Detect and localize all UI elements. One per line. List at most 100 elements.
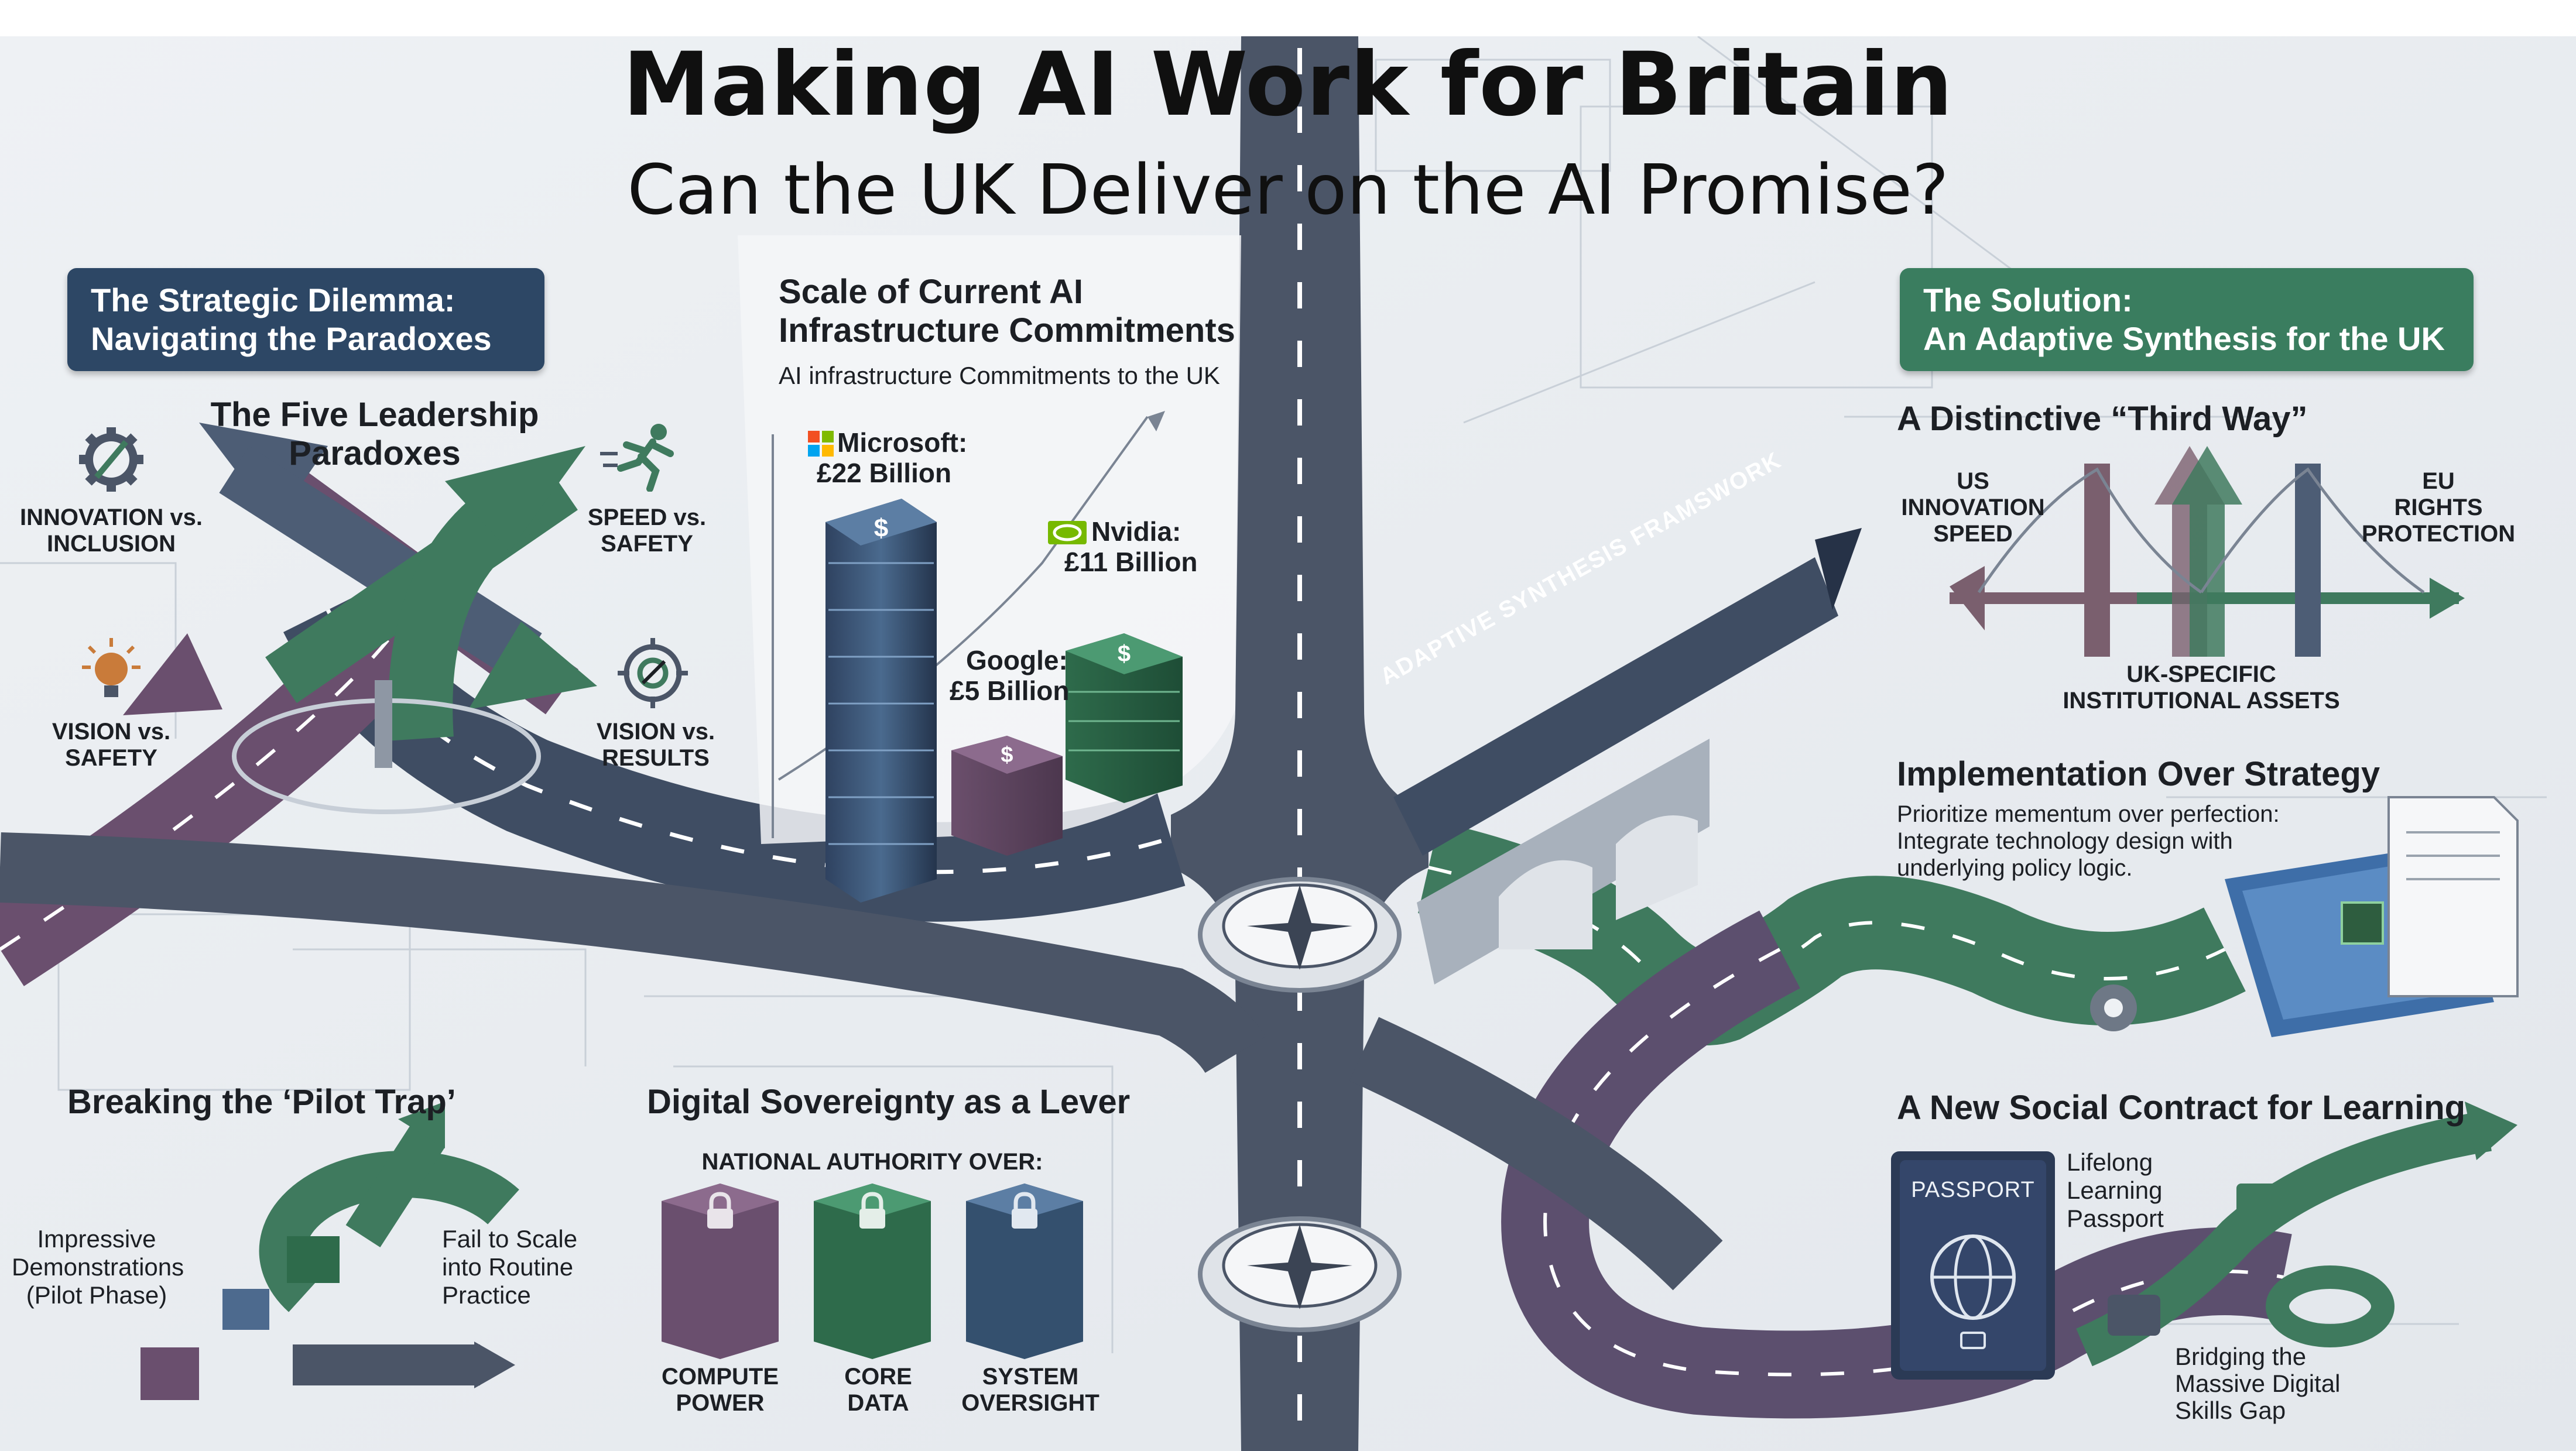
label-line: SAFETY [65, 745, 157, 771]
passport-label: PASSPORT [1911, 1178, 2035, 1202]
banner-line-1: The Strategic Dilemma: [91, 282, 455, 318]
learning-path-arrow [2076, 1102, 2517, 1367]
page-title: Making AI Work for Britain [622, 34, 1954, 136]
compass-upper-icon [1198, 877, 1402, 993]
label-line: PROTECTION [2361, 521, 2516, 547]
implementation-body: Prioritize mementum over perfection: Int… [1897, 801, 2307, 881]
label-line: Skills Gap [2175, 1397, 2286, 1424]
label-line: Practice [442, 1281, 531, 1309]
google-value: £5 Billion [950, 675, 1070, 706]
label-line: POWER [676, 1390, 765, 1416]
fail-to-scale-label: Fail to Scale into Routine Practice [442, 1225, 612, 1309]
target-icon [618, 638, 688, 708]
label-line: RESULTS [602, 745, 710, 771]
sovereignty-cubes [662, 1184, 1083, 1359]
label-line: SYSTEM [982, 1364, 1079, 1390]
banner-line-2: Navigating the Paradoxes [91, 320, 492, 357]
strategic-dilemma-banner: The Strategic Dilemma: Navigating the Pa… [67, 268, 544, 371]
label-line: Passport [2067, 1205, 2164, 1232]
right-road-green [1417, 822, 2292, 1419]
label-line: CORE [844, 1364, 912, 1390]
eu-rights-protection-label: EU RIGHTS PROTECTION [2339, 468, 2538, 547]
label-line: OVERSIGHT [961, 1390, 1099, 1416]
paradox-speed-safety: SPEED vs. SAFETY [577, 505, 717, 557]
label-line: INSTITUTIONAL ASSETS [2063, 688, 2340, 714]
label-line: Bridging the [2175, 1343, 2307, 1370]
heading-line: Infrastructure Commitments [779, 311, 1235, 349]
page-subtitle: Can the UK Deliver on the AI Promise? [627, 149, 1949, 230]
third-way-bridge [1950, 446, 2465, 657]
label-line: INNOVATION [1901, 495, 2045, 520]
svg-text:$: $ [874, 514, 888, 543]
microsoft-logo-icon [808, 431, 834, 457]
running-person-icon [600, 424, 674, 492]
label-line: Demonstrations [12, 1253, 184, 1281]
body-line: Prioritize mementum over perfection: [1897, 801, 2280, 827]
label-line: (Pilot Phase) [26, 1281, 167, 1309]
label-line: INCLUSION [47, 531, 176, 557]
label-line: Learning [2067, 1176, 2163, 1204]
nvidia-logo-icon [1048, 521, 1087, 544]
compass-lower-icon [1198, 1216, 1402, 1332]
svg-text:$: $ [1118, 641, 1131, 667]
label-line: INNOVATION vs. [20, 505, 203, 530]
sovereignty-system-oversight: SYSTEM OVERSIGHT [954, 1364, 1107, 1416]
svg-text:$: $ [1001, 743, 1013, 767]
body-line: underlying policy logic. [1897, 855, 2133, 881]
infrastructure-heading: Scale of Current AI Infrastructure Commi… [779, 273, 1247, 350]
pilot-phase-label: Impressive Demonstrations (Pilot Phase) [12, 1225, 184, 1309]
label-line: Fail to Scale [442, 1225, 578, 1253]
vertical-road [1171, 36, 1429, 1451]
banner-line-1: The Solution: [1923, 282, 2133, 318]
paradox-innovation-inclusion: INNOVATION vs. INCLUSION [18, 505, 205, 557]
uk-institutional-assets-label: UK-SPECIFIC INSTITUTIONAL ASSETS [2026, 661, 2377, 714]
label-line: Lifelong [2067, 1148, 2153, 1176]
label-line: EU [2422, 468, 2455, 494]
lifelong-learning-passport-label: Lifelong Learning Passport [2067, 1148, 2219, 1233]
label-line: SPEED [1933, 521, 2013, 547]
paradox-arrows [123, 423, 597, 814]
banner-line-2: An Adaptive Synthesis for the UK [1923, 320, 2445, 357]
label-line: SAFETY [601, 531, 693, 557]
heading-line: Scale of Current AI [779, 273, 1083, 311]
nvidia-name: Nvidia: [1091, 516, 1181, 547]
paradoxes-heading-line-2: Paradoxes [289, 434, 461, 472]
label-line: into Routine [442, 1253, 574, 1281]
label-line: Massive Digital [2175, 1370, 2341, 1397]
third-way-heading: A Distinctive “Third Way” [1897, 400, 2308, 438]
sovereignty-compute-power: COMPUTE POWER [650, 1364, 790, 1416]
google-name: Google: [966, 645, 1068, 675]
us-innovation-speed-label: US INNOVATION SPEED [1873, 468, 2073, 547]
sovereignty-core-data: CORE DATA [808, 1364, 948, 1416]
lock-icon [859, 1192, 885, 1229]
skills-gap-label: Bridging the Massive Digital Skills Gap [2175, 1343, 2386, 1424]
microsoft-tower: $ [825, 499, 937, 903]
lock-icon [1012, 1192, 1037, 1229]
label-line: RIGHTS [2394, 495, 2483, 520]
label-line: SPEED vs. [587, 505, 707, 530]
lightbulb-icon [82, 638, 141, 697]
paradoxes-heading: The Five Leadership Paradoxes [193, 396, 556, 473]
sovereignty-subheading: NATIONAL AUTHORITY OVER: [701, 1149, 1043, 1175]
pilot-trap-heading: Breaking the ‘Pilot Trap’ [67, 1083, 456, 1121]
microsoft-value: £22 Billion [817, 458, 952, 488]
blueprint-scroll [2090, 796, 2519, 1037]
label-line: COMPUTE [662, 1364, 779, 1390]
label-line: Impressive [37, 1225, 156, 1253]
social-contract-heading: A New Social Contract for Learning [1897, 1089, 2466, 1127]
lock-icon [707, 1192, 733, 1229]
nvidia-value: £11 Billion [1064, 547, 1198, 577]
label-line: UK-SPECIFIC [2126, 661, 2276, 687]
paradoxes-heading-line-1: The Five Leadership [210, 396, 539, 434]
road-network-illustration: $ $ $ [0, 36, 2576, 1451]
google-block: $ [951, 736, 1063, 856]
microsoft-name: Microsoft: [837, 427, 968, 458]
nvidia-block: $ [1066, 633, 1183, 803]
implementation-heading: Implementation Over Strategy [1897, 755, 2380, 793]
pilot-trap-illustration [141, 1102, 519, 1400]
label-line: VISION vs. [596, 719, 715, 745]
label-line: VISION vs. [52, 719, 171, 745]
body-line: Integrate technology design with [1897, 828, 2233, 854]
passport-illustration [1891, 1151, 2055, 1380]
